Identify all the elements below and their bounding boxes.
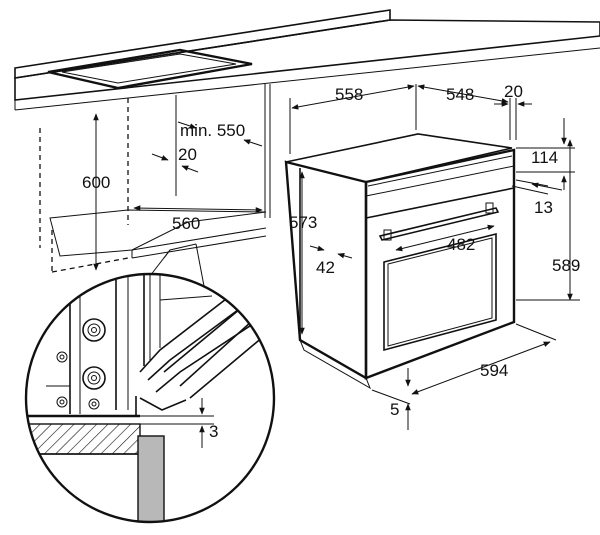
niche-dimensions: 600 min. 550 20 560 xyxy=(82,113,263,271)
oven-depth-total-label: 558 xyxy=(335,85,363,104)
niche-width-label: 560 xyxy=(172,214,200,233)
front-height-label: 589 xyxy=(552,256,580,275)
front-width-label: 594 xyxy=(480,361,508,380)
door-width-label: 482 xyxy=(447,235,475,254)
bottom-gap-label: 5 xyxy=(390,400,399,419)
side-offset-label: 42 xyxy=(316,258,335,277)
niche-depth-label: min. 550 xyxy=(180,121,245,140)
oven-dimensions: 558 548 20 114 573 13 482 42 589 594 5 xyxy=(289,82,580,430)
detail-gap-label: 3 xyxy=(209,422,218,441)
niche-height-label: 600 xyxy=(82,173,110,192)
niche-gap-label: 20 xyxy=(178,145,197,164)
body-height-label: 573 xyxy=(289,213,317,232)
cabinet-niche xyxy=(39,84,271,273)
oven-depth-body-label: 548 xyxy=(446,85,474,104)
front-thickness-label: 20 xyxy=(504,82,523,101)
zoom-callout xyxy=(149,243,205,287)
detail-circle: 3 xyxy=(24,272,276,524)
panel-height-label: 114 xyxy=(531,148,558,167)
countertop xyxy=(14,9,600,111)
handle-offset-label: 13 xyxy=(534,198,553,217)
hob xyxy=(47,48,253,90)
